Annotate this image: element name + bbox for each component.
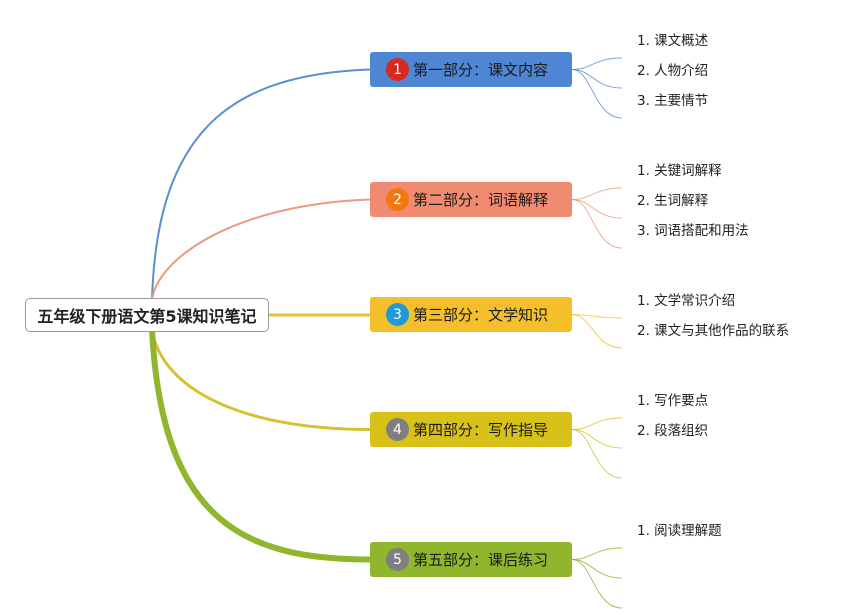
number-badge-icon: 3 — [386, 303, 409, 326]
branch-label: 第三部分：文学知识 — [413, 306, 549, 324]
leaf-node[interactable]: 3. 词语搭配和用法 — [637, 223, 749, 239]
root-node[interactable]: 五年级下册语文第5课知识笔记 — [25, 298, 269, 332]
branch-connector — [151, 68, 371, 301]
leaf-node[interactable]: 1. 阅读理解题 — [637, 523, 722, 539]
leaf-connector — [571, 314, 623, 349]
leaf-connector — [571, 199, 623, 249]
number-badge-icon: 5 — [386, 548, 409, 571]
branch-connector — [151, 198, 371, 301]
leaf-node[interactable]: 2. 人物介绍 — [637, 63, 709, 79]
leaf-node[interactable]: 2. 段落组织 — [637, 423, 709, 439]
branch-label: 第一部分：课文内容 — [413, 61, 549, 79]
number-badge-icon: 2 — [386, 188, 409, 211]
leaf-connector — [571, 429, 623, 479]
leaf-node[interactable]: 1. 写作要点 — [637, 393, 709, 409]
branch-label: 第五部分：课后练习 — [413, 551, 549, 569]
leaf-connector — [571, 187, 623, 200]
branch-connector — [149, 329, 371, 563]
leaf-connector — [571, 57, 623, 70]
number-badge-icon: 1 — [386, 58, 409, 81]
leaf-connector — [571, 199, 623, 219]
leaf-connector — [571, 559, 623, 609]
branch-label: 第二部分：词语解释 — [413, 191, 549, 209]
leaf-node[interactable]: 3. 主要情节 — [637, 93, 709, 109]
leaf-connector — [571, 69, 623, 119]
branch-label: 第四部分：写作指导 — [413, 421, 549, 439]
leaf-connector — [571, 559, 623, 579]
leaf-connector — [571, 417, 623, 430]
leaf-connector — [571, 314, 623, 319]
leaf-node[interactable]: 1. 课文概述 — [637, 33, 709, 49]
branch-connector — [150, 329, 371, 431]
leaf-node[interactable]: 2. 生词解释 — [637, 193, 709, 209]
leaf-connector — [571, 69, 623, 89]
leaf-node[interactable]: 2. 课文与其他作品的联系 — [637, 323, 790, 339]
leaf-node[interactable]: 1. 关键词解释 — [637, 163, 722, 179]
leaf-connector — [571, 429, 623, 449]
root-title: 五年级下册语文第5课知识笔记 — [37, 307, 257, 326]
leaf-connector — [571, 547, 623, 560]
leaf-node[interactable]: 1. 文学常识介绍 — [637, 293, 736, 309]
number-badge-icon: 4 — [386, 418, 409, 441]
